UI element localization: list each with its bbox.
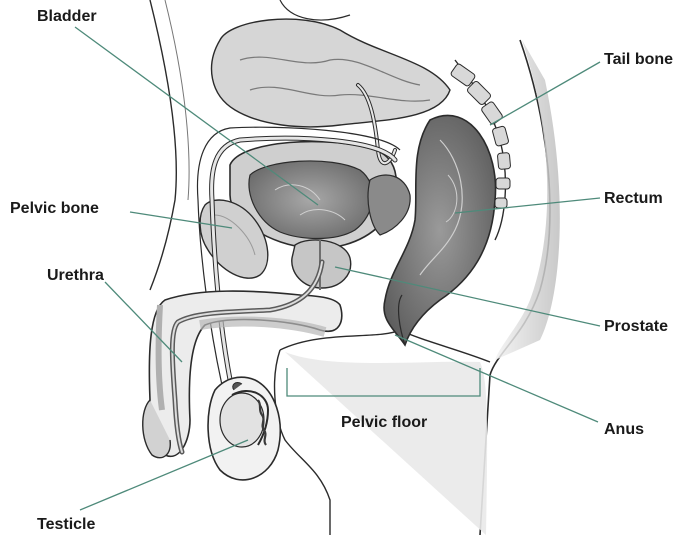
label-tail-bone: Tail bone — [604, 51, 673, 69]
label-rectum: Rectum — [604, 190, 663, 208]
label-bladder: Bladder — [37, 8, 97, 26]
rectum — [384, 115, 496, 345]
label-prostate: Prostate — [604, 318, 668, 336]
label-anus: Anus — [604, 421, 644, 439]
label-urethra: Urethra — [47, 267, 104, 285]
testicle — [208, 377, 280, 480]
intestines — [212, 0, 450, 127]
label-testicle: Testicle — [37, 516, 95, 534]
label-pelvic-bone: Pelvic bone — [10, 200, 99, 218]
label-pelvic-floor: Pelvic floor — [341, 414, 427, 432]
